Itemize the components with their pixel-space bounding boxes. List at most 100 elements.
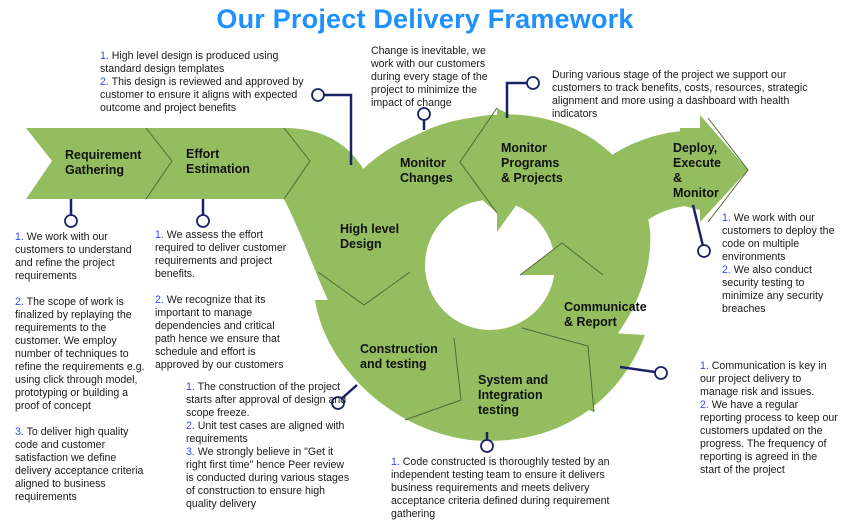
note-item-text: We recognize that its important to manag… bbox=[155, 294, 284, 371]
note-item: 1. Code constructed is thoroughly tested… bbox=[391, 456, 646, 521]
note-item-text: During various stage of the project we s… bbox=[552, 69, 808, 120]
note-item-text: Change is inevitable, we work with our c… bbox=[371, 45, 488, 109]
arrowhead-communicate bbox=[520, 243, 603, 275]
ring bbox=[327, 114, 651, 403]
note-item: 1. Communication is key in our project d… bbox=[700, 360, 840, 399]
connector-dot-system-testing bbox=[480, 439, 494, 453]
note-item-text: We strongly believe in "Get it right fir… bbox=[186, 446, 350, 510]
note-monitor-programs: During various stage of the project we s… bbox=[552, 69, 817, 121]
edge-effort bbox=[283, 127, 311, 200]
note-item: 3. To deliver high quality code and cust… bbox=[15, 426, 150, 504]
edge-requirement bbox=[145, 127, 173, 200]
arrowhead-system-testing bbox=[522, 328, 594, 412]
note-item-number: 1. bbox=[391, 456, 403, 468]
note-item-number: 2. bbox=[722, 264, 734, 276]
note-item: 2. We also conduct security testing to m… bbox=[722, 264, 842, 316]
edge-deploy bbox=[707, 117, 749, 223]
connector-dot-design bbox=[311, 88, 325, 102]
note-item-text: We also conduct security testing to mini… bbox=[722, 264, 824, 315]
note-item: 3. We strongly believe in "Get it right … bbox=[186, 446, 354, 511]
arrow-edges bbox=[145, 107, 749, 421]
note-system-testing: 1. Code constructed is thoroughly tested… bbox=[391, 456, 646, 521]
note-high-level-design: 1. High level design is produced using s… bbox=[100, 50, 315, 115]
note-item: 1. We assess the effort required to deli… bbox=[155, 229, 290, 281]
page-title: Our Project Delivery Framework bbox=[216, 4, 634, 34]
stage-deploy-execute-monitor: Deploy,Execute&Monitor bbox=[673, 141, 721, 200]
note-item: 2. Unit test cases are aligned with requ… bbox=[186, 420, 354, 446]
note-item: 1. We work with our customers to deploy … bbox=[722, 212, 842, 264]
connector-communicate bbox=[619, 365, 656, 374]
arrow-flow bbox=[26, 108, 748, 441]
connector-dot-construction bbox=[331, 396, 345, 410]
note-item-number: 3. bbox=[15, 426, 27, 438]
note-item-text: To deliver high quality code and custome… bbox=[15, 426, 144, 503]
connector-deploy bbox=[691, 204, 705, 247]
note-item-number: 1. bbox=[100, 50, 112, 62]
note-item-text: The scope of work is finalized by replay… bbox=[15, 296, 145, 412]
chevron-effort-estimation bbox=[146, 128, 310, 199]
edge-design-down bbox=[317, 271, 411, 306]
edge-system-testing bbox=[521, 327, 595, 413]
note-item: 2. This design is reviewed and approved … bbox=[100, 76, 315, 115]
connector-dot-monitor-programs bbox=[526, 76, 540, 90]
note-item-text: Code constructed is thoroughly tested by… bbox=[391, 456, 610, 520]
note-item-text: We work with our customers to understand… bbox=[15, 231, 132, 282]
note-item-text: High level design is produced using stan… bbox=[100, 50, 279, 75]
note-item-text: Unit test cases are aligned with require… bbox=[186, 420, 345, 445]
arrowhead-monitor-programs bbox=[440, 108, 520, 232]
note-monitor-changes: Change is inevitable, we work with our c… bbox=[371, 45, 496, 110]
note-item-text: Communication is key in our project deli… bbox=[700, 360, 827, 398]
chevron-requirement-gathering bbox=[26, 128, 172, 199]
arm-deploy bbox=[560, 130, 700, 330]
connector-monitor-programs bbox=[505, 81, 527, 118]
note-item-number: 2. bbox=[700, 399, 712, 411]
note-construction: 1. The construction of the project start… bbox=[186, 381, 354, 511]
connectors bbox=[64, 76, 711, 453]
note-item: 1. The construction of the project start… bbox=[186, 381, 354, 420]
note-item-number: 1. bbox=[186, 381, 198, 393]
note-communicate: 1. Communication is key in our project d… bbox=[700, 360, 840, 477]
connector-dot-requirement bbox=[64, 214, 78, 228]
note-item: 2. We recognize that its important to ma… bbox=[155, 294, 290, 372]
note-item-text: The construction of the project starts a… bbox=[186, 381, 347, 419]
note-item-number: 3. bbox=[186, 446, 198, 458]
note-effort-estimation: 1. We assess the effort required to deli… bbox=[155, 229, 290, 372]
connector-dot-deploy bbox=[697, 244, 711, 258]
note-deploy: 1. We work with our customers to deploy … bbox=[722, 212, 842, 316]
connector-dot-monitor-changes bbox=[417, 107, 431, 121]
note-item-number: 1. bbox=[722, 212, 734, 224]
note-item-text: We assess the effort required to deliver… bbox=[155, 229, 287, 280]
note-item-text: We have a regular reporting process to k… bbox=[700, 399, 838, 476]
note-item-number: 2. bbox=[155, 294, 167, 306]
arrowhead-construction bbox=[405, 338, 462, 420]
note-item-number: 1. bbox=[700, 360, 712, 372]
note-item-number: 1. bbox=[155, 229, 167, 241]
note-requirement-gathering: 1. We work with our customers to underst… bbox=[15, 231, 150, 504]
note-item-number: 1. bbox=[15, 231, 27, 243]
connector-dot-effort bbox=[196, 214, 210, 228]
connector-construction bbox=[339, 384, 358, 401]
note-item: 2. We have a regular reporting process t… bbox=[700, 399, 840, 477]
edge-monitor-programs bbox=[459, 107, 498, 214]
note-item-number: 2. bbox=[15, 296, 27, 308]
connector-design bbox=[324, 93, 353, 165]
note-item-text: This design is reviewed and approved by … bbox=[100, 76, 304, 114]
note-item: 2. The scope of work is finalized by rep… bbox=[15, 296, 150, 413]
edge-construction bbox=[404, 337, 462, 421]
arrowhead-deploy bbox=[680, 115, 748, 222]
note-item: 1. We work with our customers to underst… bbox=[15, 231, 150, 283]
note-item: 1. High level design is produced using s… bbox=[100, 50, 315, 76]
note-item: Change is inevitable, we work with our c… bbox=[371, 45, 496, 110]
note-item-number: 2. bbox=[100, 76, 112, 88]
connector-dot-communicate bbox=[654, 366, 668, 380]
note-item-number: 2. bbox=[186, 420, 198, 432]
edge-communicate bbox=[519, 242, 604, 276]
stage-communicate-report: Communicate& Report bbox=[564, 300, 647, 329]
